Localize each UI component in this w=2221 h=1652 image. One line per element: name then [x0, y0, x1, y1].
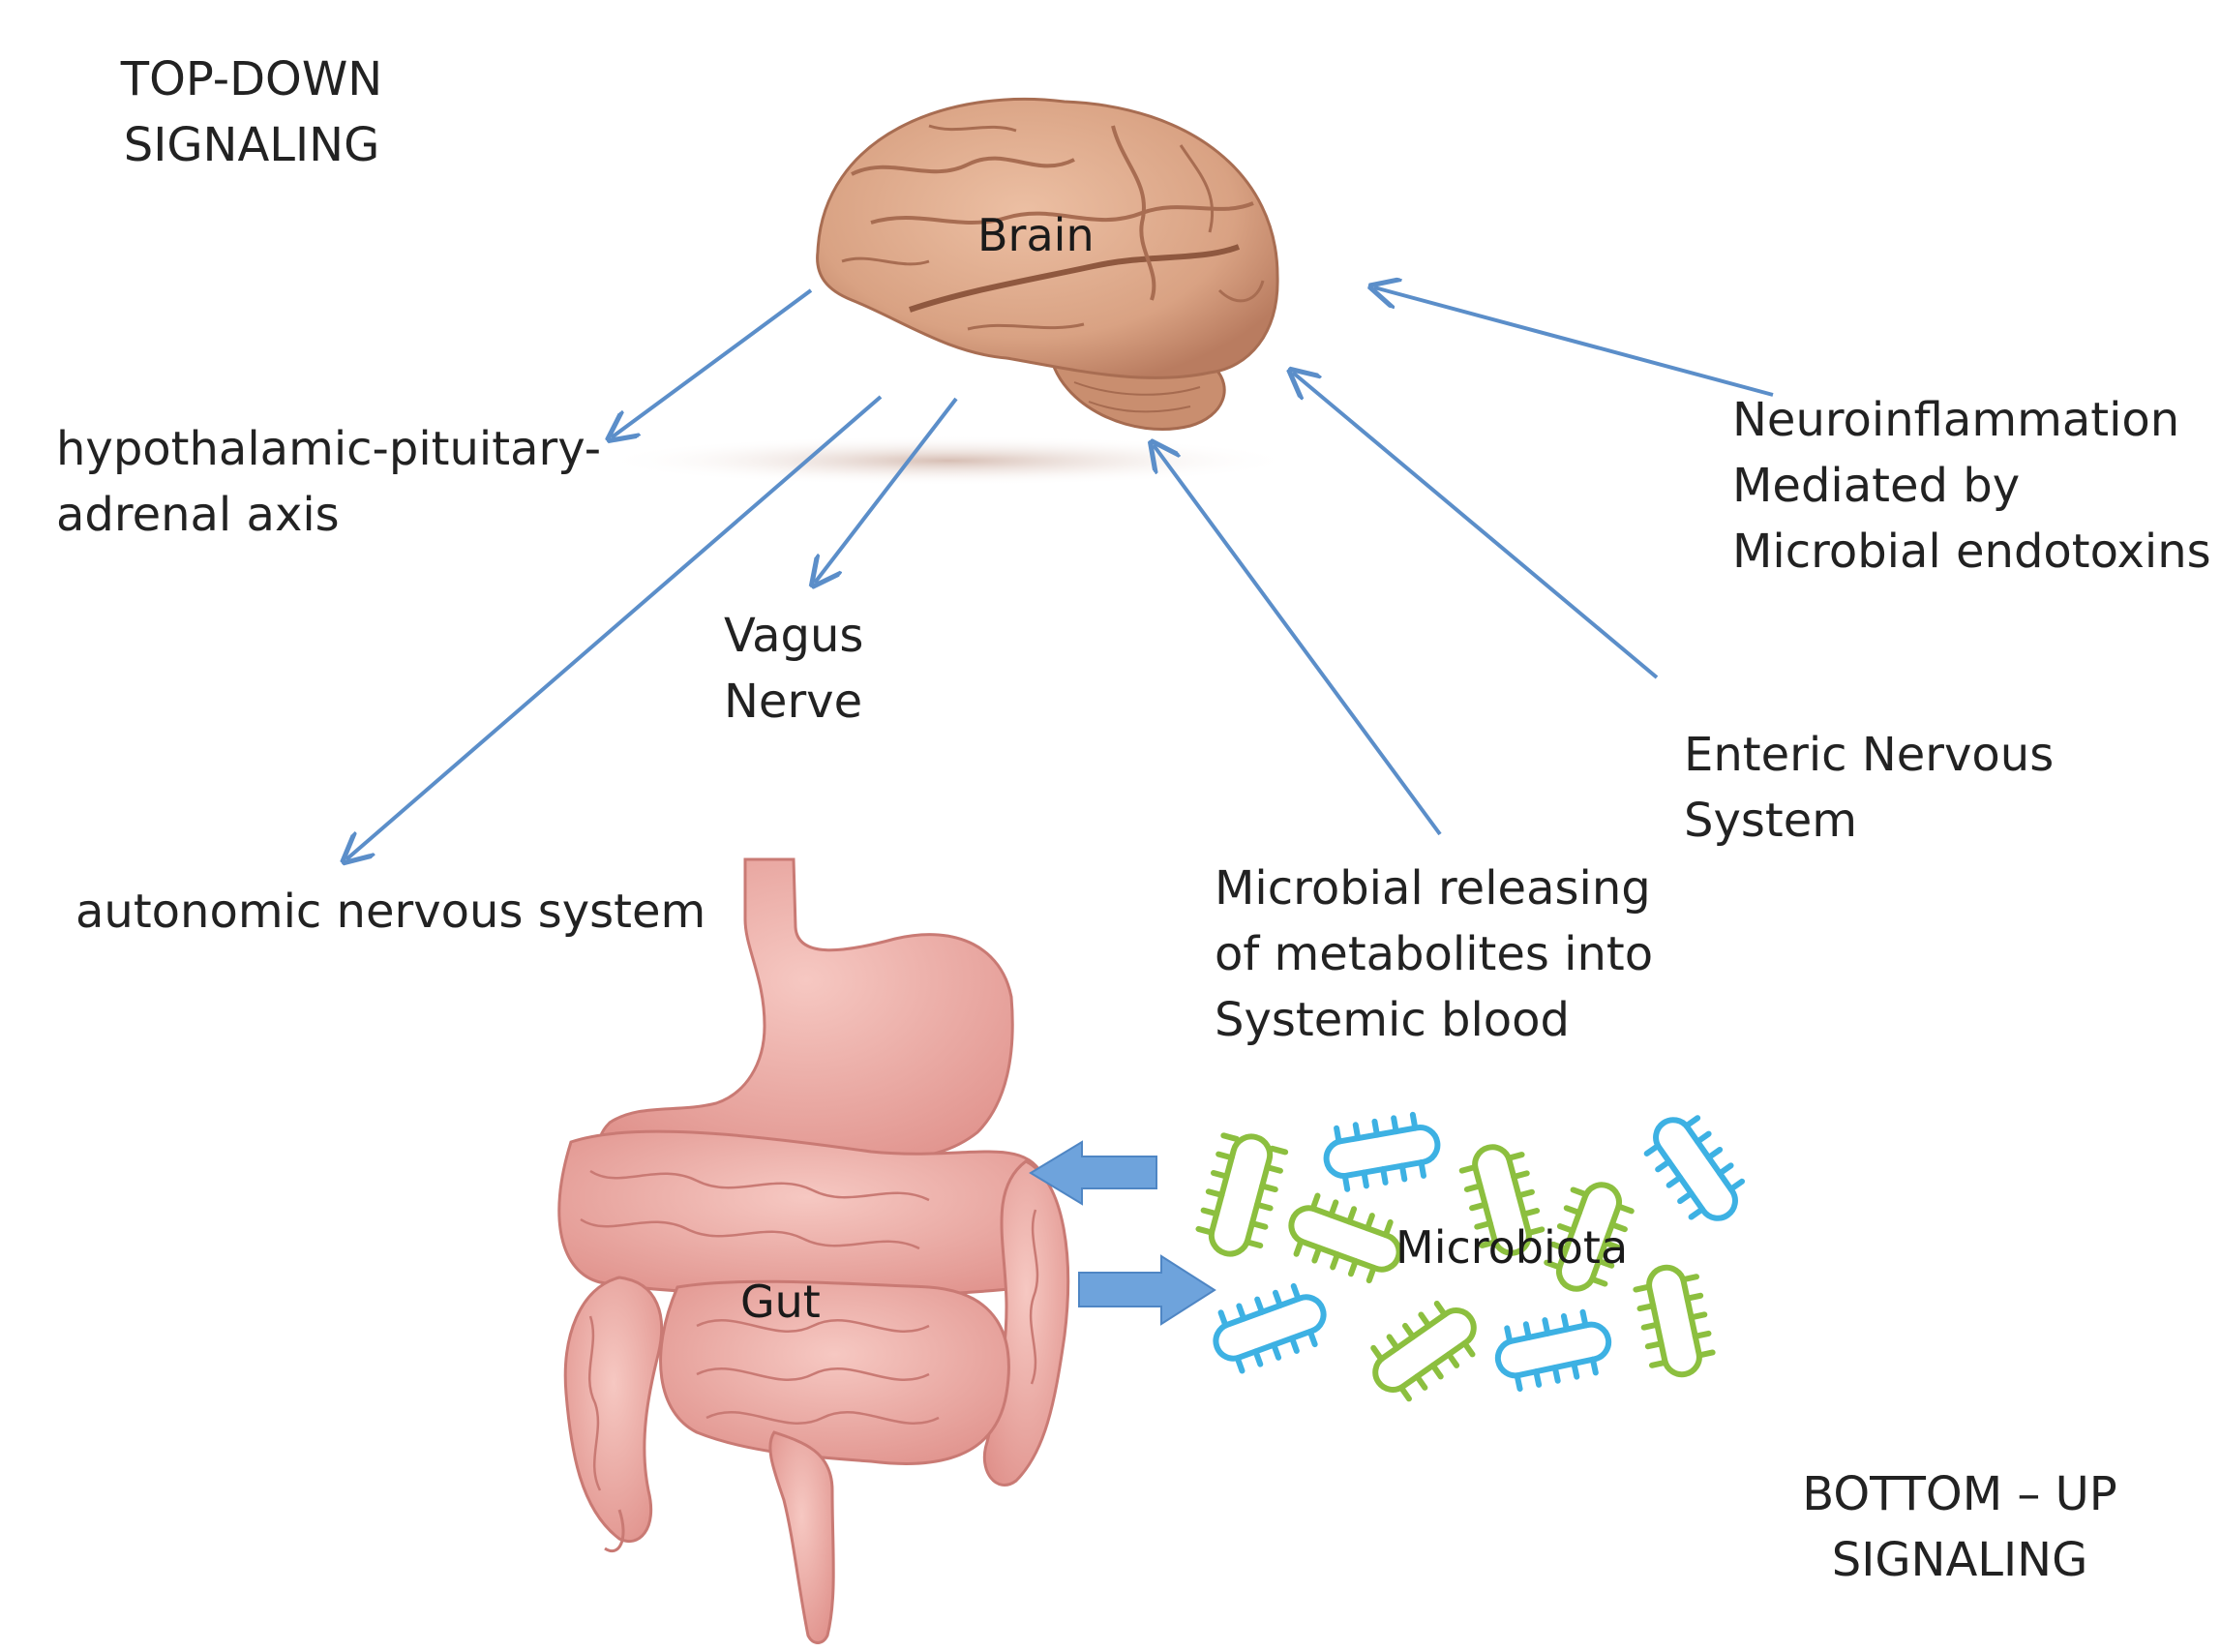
gut-label: Gut [740, 1276, 821, 1328]
arrow-to-hpa-axis [612, 288, 813, 437]
arrow-to-vagus [815, 397, 958, 583]
arrow-from-neuroinflammation [1374, 287, 1774, 397]
gut-folds [580, 1169, 1039, 1491]
bacteria-icon [1195, 1111, 1746, 1402]
signaling-arrows [346, 287, 1774, 859]
microbiota-label: Microbiota [1396, 1221, 1629, 1274]
block-arrow-to-gut [1029, 1140, 1157, 1206]
block-arrow-to-microbiota [1078, 1254, 1216, 1326]
arrow-from-metabolites [1154, 445, 1442, 836]
brain-icon [600, 97, 1297, 486]
hpa-axis-label: hypothalamic-pituitary-adrenal axis [56, 422, 602, 542]
gut-icon [557, 857, 1070, 1644]
arrow-from-enteric [1293, 373, 1659, 679]
brain-label: Brain [977, 209, 1095, 261]
arrow-to-autonomic [346, 395, 883, 859]
autonomic-nervous-system-label: autonomic nervous system [75, 885, 706, 939]
